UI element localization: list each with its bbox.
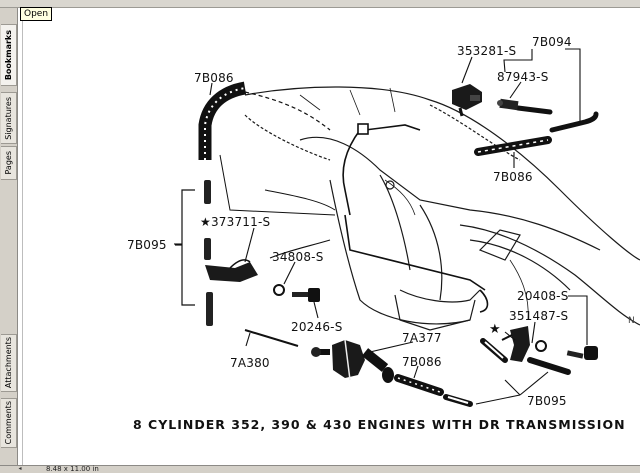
diagram-caption: 8 CYLINDER 352, 390 & 430 ENGINES WITH D… <box>133 417 626 432</box>
part-label-7b095-left: 7B095 <box>127 238 167 252</box>
tab-pages[interactable]: Pages <box>1 146 17 180</box>
document-page <box>19 8 640 465</box>
bracket-lines <box>175 189 195 306</box>
navigation-pane-rail: Bookmarks Signatures Pages Attachments C… <box>0 8 18 465</box>
part-label-7b086-bottom: 7B086 <box>402 355 442 369</box>
part-label-20408-s: 20408-S <box>517 289 569 303</box>
part-label-34808-s: 34808-S <box>272 250 324 264</box>
hose-7B086-right <box>474 136 552 156</box>
part-label-7a377: 7A377 <box>402 331 442 345</box>
sleeves-7B095-left <box>204 180 213 326</box>
dipstick-tube <box>342 123 489 313</box>
page-size-indicator: 8.48 x 11.00 in <box>46 465 99 473</box>
tab-attachments[interactable]: Attachments <box>1 334 17 392</box>
status-bar: ◂ 8.48 x 11.00 in <box>0 465 640 473</box>
star-mark-351487: ★ <box>489 322 501 337</box>
part-label-351487-s: 351487-S <box>509 309 569 323</box>
washer-and-bolt-20408-S <box>535 340 598 360</box>
toolbar-strip <box>0 0 640 8</box>
star-mark: ★ <box>200 215 211 229</box>
hose-7B086-left <box>198 81 331 160</box>
sleeves-7B095-bottom <box>443 338 571 407</box>
right-edge-mark: N <box>628 316 635 326</box>
part-label-353281-s: 353281-S <box>457 44 517 58</box>
tab-bookmarks[interactable]: Bookmarks <box>1 24 17 86</box>
tab-comments[interactable]: Comments <box>1 398 17 448</box>
open-tooltip: Open <box>20 7 53 21</box>
hose-7B086-bottom <box>394 374 444 396</box>
scroll-left-arrow[interactable]: ◂ <box>18 466 22 472</box>
clip-373711-S <box>205 259 258 282</box>
page-edge <box>22 8 23 465</box>
ring-34808-S <box>273 284 285 296</box>
part-label-7b086-right: 7B086 <box>493 170 533 184</box>
bolt-20246-S <box>292 288 320 302</box>
vacuum-fitting-353281-S <box>452 84 482 117</box>
rod-7A380 <box>244 329 299 347</box>
shift-rods <box>219 154 336 216</box>
clip-351487-S <box>501 326 530 362</box>
connector-87943-S <box>497 98 519 111</box>
part-label-87943-s: 87943-S <box>497 70 549 84</box>
part-label-7b095-bottom: 7B095 <box>527 394 567 408</box>
part-label-20246-s: 20246-S <box>291 320 343 334</box>
line-7B094 <box>515 105 599 133</box>
tab-signatures[interactable]: Signatures <box>1 92 17 144</box>
leader-lines <box>174 48 588 405</box>
part-label-7b086-top: 7B086 <box>194 71 234 85</box>
part-label-7a380: 7A380 <box>230 356 270 370</box>
part-label-7b094: 7B094 <box>532 35 572 49</box>
modulator-7A377 <box>311 339 394 383</box>
part-label-373711-s: ★373711-S <box>200 215 271 229</box>
transmission-body <box>244 86 640 331</box>
